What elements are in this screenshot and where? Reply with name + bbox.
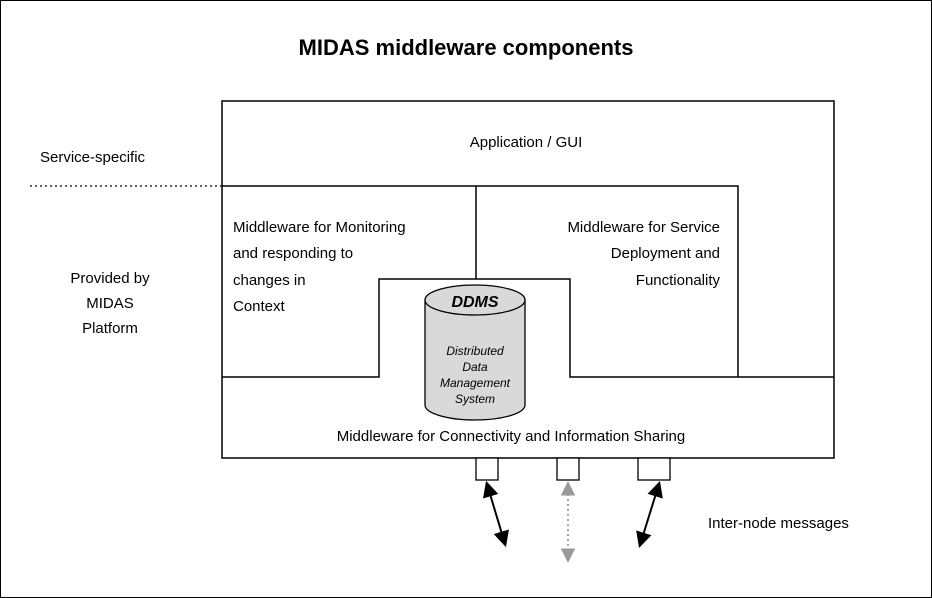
connectivity-box-top <box>222 278 834 378</box>
ddms-subtitle-line4: System <box>455 392 495 406</box>
provided-by-label-line2: MIDAS <box>86 295 134 312</box>
inter-node-messages-label: Inter-node messages <box>708 515 849 532</box>
ddms-subtitle-line3: Management <box>440 376 511 390</box>
arrow-right-icon <box>636 480 663 549</box>
provided-by-label-line3: Platform <box>82 320 138 337</box>
port-right <box>637 457 671 481</box>
ddms-cylinder-icon <box>424 284 526 421</box>
service-deployment-label-line3: Functionality <box>636 272 721 289</box>
provided-by-label-line1: Provided by <box>70 270 150 287</box>
monitoring-label-line4: Context <box>233 298 286 315</box>
monitoring-label-line1: Middleware for Monitoring <box>233 219 406 236</box>
connectivity-label: Middleware for Connectivity and Informat… <box>337 428 686 445</box>
ddms-subtitle-line1: Distributed <box>446 344 504 358</box>
service-deployment-label-line2: Deployment and <box>611 245 720 262</box>
application-box <box>221 100 835 459</box>
port-left <box>475 457 499 481</box>
service-specific-label: Service-specific <box>40 149 146 166</box>
middleware-region-outline <box>222 185 739 377</box>
monitoring-label-line2: and responding to <box>233 245 353 262</box>
ddms-subtitle-line2: Data <box>462 360 488 374</box>
arrow-left-icon <box>483 480 509 548</box>
port-middle <box>556 457 580 481</box>
ddms-title: DDMS <box>451 294 498 311</box>
monitoring-label-line3: changes in <box>233 272 306 289</box>
service-deployment-label-line1: Middleware for Service <box>567 219 720 236</box>
application-gui-label: Application / GUI <box>470 134 583 151</box>
diagram-title: MIDAS middleware components <box>299 35 634 60</box>
